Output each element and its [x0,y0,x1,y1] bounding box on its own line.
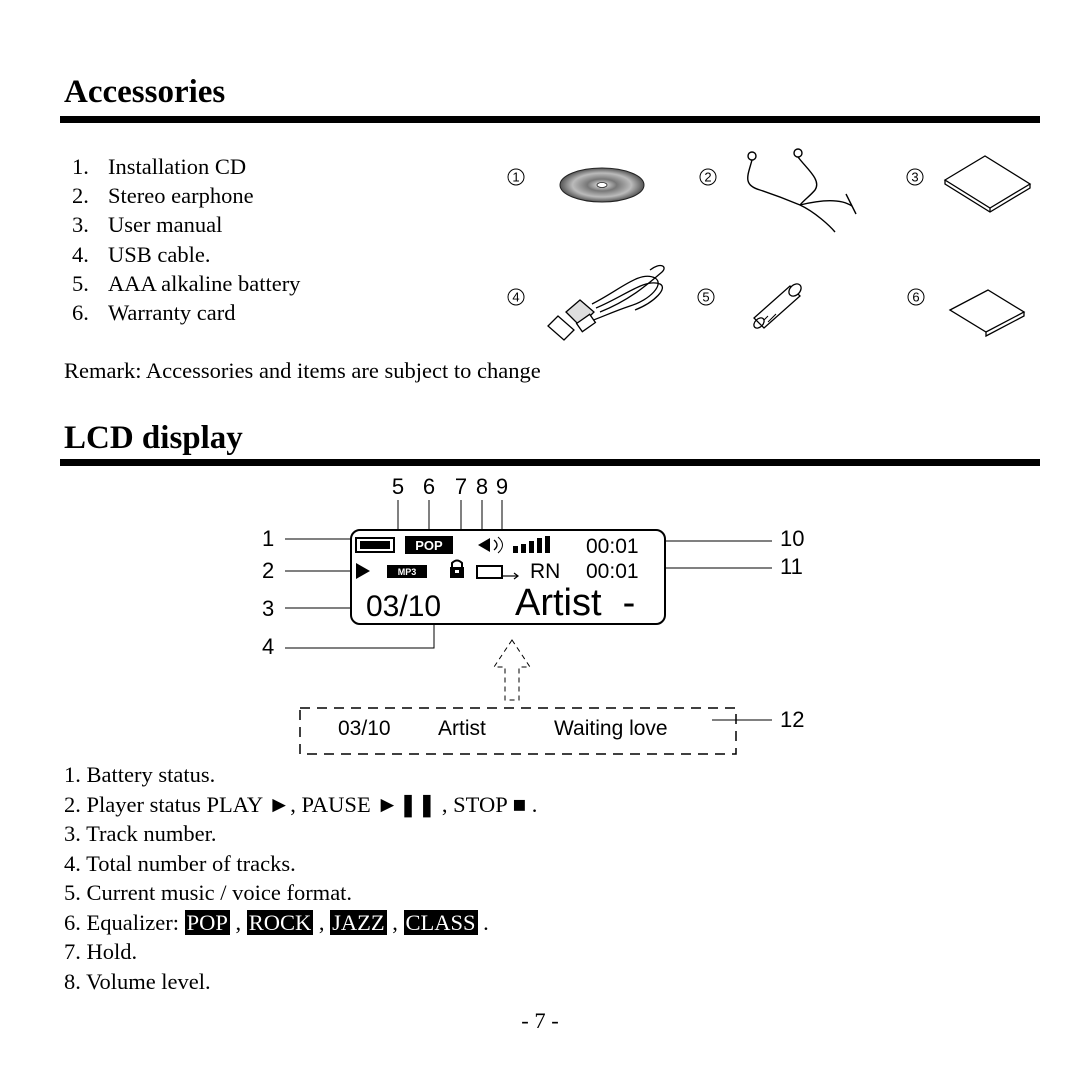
scroll-arrow [493,639,531,701]
usb-cable-icon [547,264,665,341]
item-label: USB cable. [108,241,211,267]
lcd-volume-icon [513,536,550,553]
item-label: Stereo earphone [108,183,254,209]
lcd-speaker-icon [478,536,503,554]
svg-text:1: 1 [512,170,519,185]
list-item: 8. Volume level. [64,968,211,994]
lcd-format-text: MP3 [398,567,417,577]
scroll-track: 03/10 [338,717,391,740]
item-label: User manual [108,212,223,238]
list-item: 4. Total number of tracks. [64,850,296,876]
figure-number-4: 4 [507,288,525,306]
remark-text: Remark: Accessories and items are subjec… [64,358,541,383]
svg-text:2: 2 [704,170,711,185]
eq-badge-jazz: JAZZ [330,909,387,935]
item-number: 2. [72,183,89,209]
lcd-eq-text: POP [415,538,443,553]
callout-8: 8 [476,474,488,499]
eq-badge-class: CLASS [403,909,478,935]
accessories-illustrations: 1 2 3 4 5 6 [507,148,1032,341]
list-item: 4. USB cable. [72,240,300,269]
list-item: 6. Warranty card [72,298,300,327]
lcd-format-badge [387,565,427,578]
item-label: Installation CD [108,154,247,179]
lcd-eq-badge [405,536,453,554]
callout-1: 1 [262,526,274,551]
scroll-box [299,707,737,755]
accessories-rule [60,116,1040,123]
figure-number-2: 2 [699,168,717,186]
callout-10: 10 [780,526,804,551]
accessories-list: 1. Installation CD 2. Stereo earphone 3. Us… [72,152,300,327]
lcd-rule [60,459,1040,466]
scroll-song: Waiting love [554,717,668,740]
callout-4: 4 [262,634,274,659]
manual-icon [943,155,1032,213]
cd-icon [559,167,645,203]
lcd-time-total: 00:01 [586,560,639,583]
list-item: 5. Current music / voice format. [64,880,353,905]
eq-suffix: . [477,909,489,935]
callout-7: 7 [455,474,467,499]
svg-text:5: 5 [702,290,709,305]
eq-badge-rock: ROCK [246,909,314,935]
item-number: 5. [72,270,89,296]
svg-text:4: 4 [512,290,519,305]
item-number: 3. [72,212,89,238]
lcd-heading: LCD display [64,420,243,456]
lcd-track-number: 03/10 [366,590,441,623]
list-item: 1. Battery status. [64,762,216,787]
callout-9: 9 [496,474,508,499]
scroll-artist: Artist [438,717,486,740]
svg-text:6: 6 [912,290,919,305]
list-item: 7. Hold. [64,939,138,964]
callout-12: 12 [780,707,804,732]
item-number: 1. [72,154,89,179]
warranty-card-icon [948,289,1026,338]
earphone-icon [747,148,857,233]
accessories-heading: Accessories [64,74,226,110]
figure-number-5: 5 [697,288,715,306]
list-item: 3. User manual [72,210,300,239]
callout-2: 2 [262,558,274,583]
figure-number-6: 6 [907,288,925,306]
callout-11: 11 [780,554,803,579]
lcd-battery-icon [355,537,395,553]
item-number: 4. [72,241,89,267]
list-item: 2. Stereo earphone [72,181,300,210]
callout-3: 3 [262,596,274,621]
eq-prefix: 6. Equalizer: [64,909,185,935]
lcd-diagram: 5 6 7 8 9 1 2 3 4 10 11 12 POP [262,474,804,755]
figure-number-1: 1 [507,168,525,186]
lcd-repeat-icon [476,565,519,580]
list-item: 1. Installation CD [72,152,300,181]
list-item: 3. Track number. [64,821,217,846]
callout-5: 5 [392,474,404,499]
item-number: 6. [72,299,89,325]
list-item: 2. Player status PLAY ►, PAUSE ►❚❚ , STO… [64,791,538,817]
lcd-time-elapsed: 00:01 [586,535,639,558]
item-label: AAA alkaline battery [108,270,301,296]
lcd-play-icon [356,563,370,579]
page-number: - 7 - [521,1008,559,1033]
battery-icon [753,283,802,329]
list-item-equalizer: 6. Equalizer: POP , ROCK , JAZZ , CLASS … [64,909,489,935]
figure-number-3: 3 [906,168,924,186]
lcd-lock-icon [450,559,464,578]
lcd-artist: Artist - [515,582,635,624]
lcd-repeat-text: RN [530,560,560,583]
lcd-legend-list: 1. Battery status. 2. Player status PLAY… [64,760,537,996]
callout-6: 6 [423,474,435,499]
svg-text:3: 3 [911,170,918,185]
list-item: 5. AAA alkaline battery [72,269,300,298]
eq-badge-pop: POP [184,909,230,935]
item-label: Warranty card [108,299,236,325]
